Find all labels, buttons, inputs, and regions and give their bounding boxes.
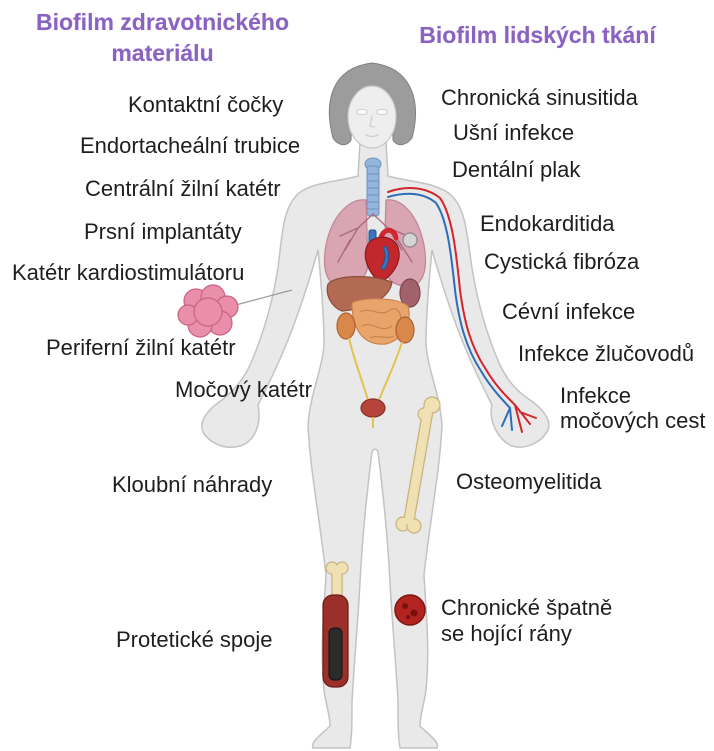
title-medical-device-biofilm: Biofilm zdravotnického materiálu — [20, 7, 305, 69]
bladder — [361, 399, 385, 417]
label-peripheral-venous-catheter: Periferní žilní katétr — [46, 336, 236, 360]
label-dental-plaque: Dentální plak — [452, 158, 580, 182]
title-medical-device-line-2: materiálu — [20, 38, 305, 69]
implant-core — [194, 298, 222, 326]
title-medical-device-line-1: Biofilm zdravotnického — [20, 7, 305, 38]
wound-spot — [406, 615, 410, 619]
title-human-tissue-biofilm: Biofilm lidských tkání — [400, 20, 675, 51]
label-urinary-tract-infection-line-1: Infekce — [560, 383, 706, 408]
label-ear-infection: Ušní infekce — [453, 121, 574, 145]
wound-spot — [402, 603, 408, 609]
eye-left — [357, 109, 368, 114]
label-chronic-wounds-line-1: Chronické špatně — [441, 595, 612, 621]
kidney-right — [396, 317, 414, 343]
label-biliary-infection: Infekce žlučovodů — [518, 342, 694, 366]
pacemaker — [403, 233, 417, 247]
prosthesis-core — [329, 628, 342, 680]
label-urinary-tract-infection-line-2: močových cest — [560, 408, 706, 433]
label-contact-lenses: Kontaktní čočky — [128, 93, 283, 117]
eye-right — [377, 109, 388, 114]
label-breast-implants: Prsní implantáty — [84, 220, 242, 244]
wound-area — [395, 595, 425, 625]
head — [329, 63, 415, 148]
label-osteomyelitis: Osteomyelitida — [456, 470, 602, 494]
label-chronic-sinusitis: Chronická sinusitida — [441, 86, 638, 110]
label-joint-replacements: Kloubní náhrady — [112, 473, 272, 497]
label-urinary-tract-infection: Infekce močových cest — [560, 383, 706, 433]
label-vascular-infection: Cévní infekce — [502, 300, 635, 324]
label-endotracheal-tube: Endortacheální trubice — [80, 134, 300, 158]
label-chronic-wounds-line-2: se hojící rány — [441, 621, 612, 647]
label-urinary-catheter: Močový katétr — [175, 378, 312, 402]
label-endocarditis: Endokarditida — [480, 212, 615, 236]
label-chronic-wounds: Chronické špatně se hojící rány — [441, 595, 612, 647]
label-central-venous-catheter: Centrální žilní katétr — [85, 177, 281, 201]
label-prosthetic-joints: Protetické spoje — [116, 628, 273, 652]
trachea — [365, 158, 381, 216]
label-cystic-fibrosis: Cystická fibróza — [484, 250, 639, 274]
kidney-left — [337, 313, 355, 339]
wound-spot — [411, 610, 418, 617]
label-pacemaker-catheter: Katétr kardiostimulátoru — [12, 261, 244, 285]
chronic-wound — [395, 595, 425, 625]
